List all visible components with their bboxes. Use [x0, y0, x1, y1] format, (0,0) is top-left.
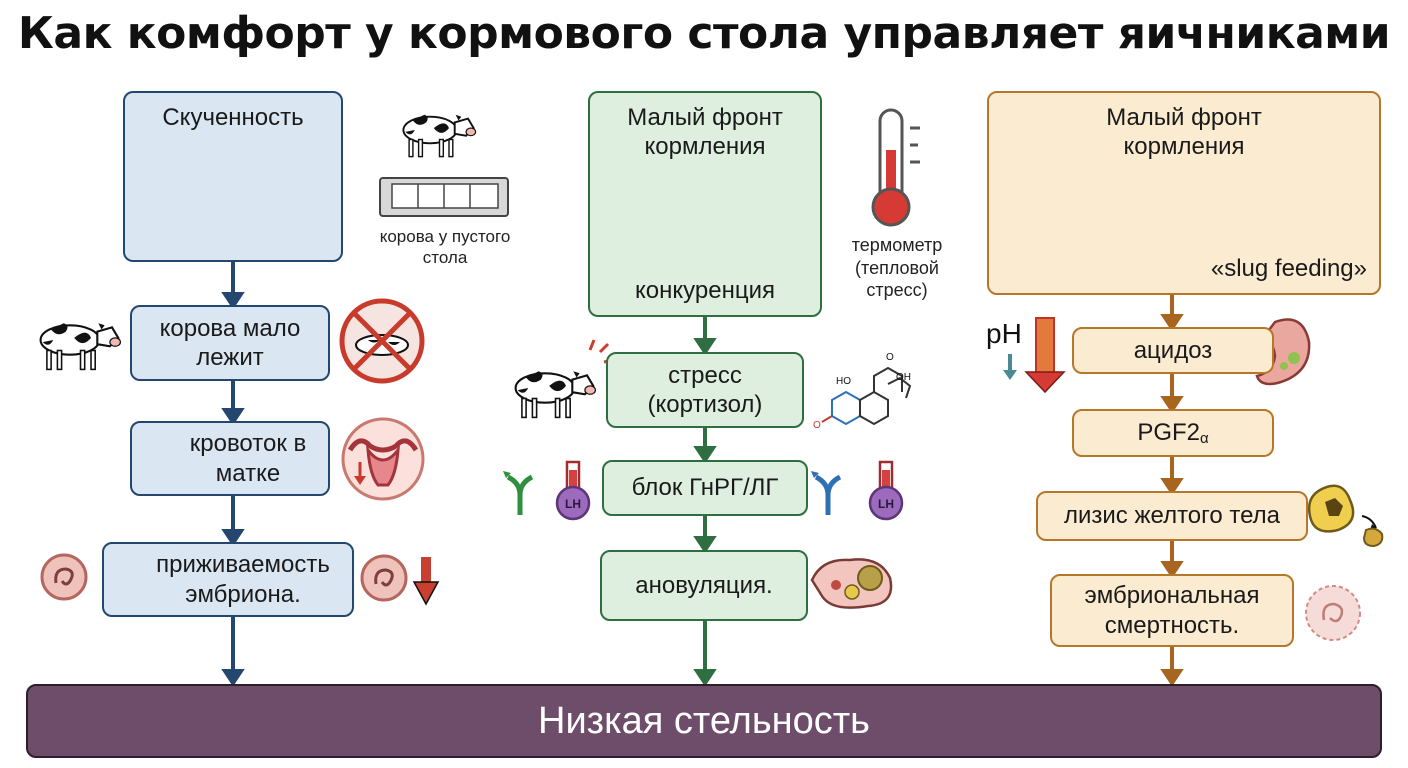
low-pregnancy-rate-bar: Низкая стельность — [26, 684, 1382, 758]
no-lying-icon — [339, 298, 425, 384]
embryo-survival-box: приживаемость эмбриона. — [102, 542, 354, 617]
thermometer-icon — [871, 108, 920, 227]
lh-label: LH — [878, 497, 894, 511]
pgf2-label: PGF2 — [1137, 419, 1200, 447]
competition-label: конкуренция — [635, 276, 775, 304]
thermometer-caption: термометр (тепловой стресс) — [851, 235, 943, 300]
uterine-blood-flow-label: кровоток в матке — [189, 430, 307, 487]
pgf2-subscript: α — [1200, 429, 1209, 447]
svg-text:O: O — [813, 420, 821, 431]
gnrh-lh-block-label: блок ГнРГ/ЛГ — [631, 474, 779, 502]
crowding-header-box: Скученность — [123, 91, 343, 262]
page-title: Как комфорт у кормового стола управляет … — [17, 8, 1391, 59]
acidosis-label: ацидоз — [1133, 336, 1213, 364]
cortisol-molecule-icon — [821, 366, 912, 426]
uterus-icon — [341, 417, 425, 501]
embryo-death-icon — [1305, 585, 1361, 641]
corpus-luteum-lysis-box: лизис желтого тела — [1036, 491, 1308, 541]
svg-text:HO: HO — [836, 376, 851, 387]
slug-feeding-label: «slug feeding» — [1210, 254, 1367, 282]
embryo-survival-label: приживаемость эмбриона. — [156, 551, 330, 608]
svg-text:OH: OH — [896, 372, 911, 383]
corpus-luteum-lysis-label: лизис желтого тела — [1063, 502, 1281, 530]
receptor-icon — [811, 471, 842, 515]
crowding-header-label: Скученность — [162, 104, 304, 131]
svg-text:O: O — [886, 352, 894, 363]
cow-at-empty-table-icon — [379, 113, 509, 217]
anovulation-label: ановуляция. — [635, 571, 773, 599]
cow-lies-less-box: корова мало лежит — [130, 305, 330, 381]
ph-label: pH — [986, 318, 1022, 349]
embryo-icon — [360, 554, 408, 602]
gnrh-lh-block-box: блок ГнРГ/ЛГ — [602, 460, 808, 516]
cow-lies-less-label: корова мало лежит — [159, 314, 301, 371]
corpus-luteum-icon — [1307, 484, 1384, 548]
acidosis-box: ацидоз — [1072, 327, 1274, 374]
embryo-icon — [40, 553, 88, 601]
embryonic-mortality-label: эмбриональная смертность. — [1084, 582, 1260, 639]
red-down-arrow-icon — [412, 557, 440, 606]
lh-flask-icon: LH — [555, 460, 591, 521]
slug-feeding-header-box: Малый фронт кормления «slug feeding» — [987, 91, 1381, 295]
lh-flask-icon: LH — [868, 460, 904, 521]
stress-cortisol-label: стресс (кортизол) — [647, 361, 763, 418]
standing-cow-icon — [39, 322, 122, 371]
ovary-icon — [810, 558, 893, 609]
small-feeding-front-label: Малый фронт кормления — [1106, 104, 1262, 161]
cortisol-labels: HO OH O O — [813, 352, 911, 431]
stressed-cow-icon — [514, 339, 615, 419]
small-feeding-front-header-box: Малый фронт кормления конкуренция — [588, 91, 822, 317]
embryonic-mortality-box: эмбриональная смертность. — [1050, 574, 1294, 647]
receptor-icon — [503, 471, 534, 515]
ph-down-icon — [1003, 317, 1066, 394]
stress-cortisol-box: стресс (кортизол) — [606, 352, 804, 428]
low-pregnancy-rate-label: Низкая стельность — [538, 699, 870, 742]
empty-table-caption: корова у пустого стола — [379, 227, 511, 268]
lh-label: LH — [565, 497, 581, 511]
small-feeding-front-label: Малый фронт кормления — [627, 104, 783, 161]
uterine-blood-flow-box: кровоток в матке — [130, 421, 330, 496]
anovulation-box: ановуляция. — [600, 550, 808, 621]
